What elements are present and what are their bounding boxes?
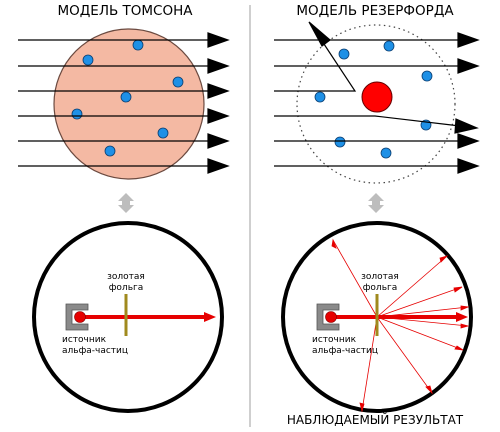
alpha-source-emitter [74, 311, 86, 323]
alpha-beam-arrowhead [204, 312, 216, 322]
foil-label: золотая [361, 272, 399, 282]
electron [82, 54, 94, 66]
ray-arrowhead [207, 108, 230, 124]
ray-arrowhead [460, 305, 470, 311]
electron [421, 70, 433, 82]
alpha-source-emitter [325, 311, 337, 323]
scattered-ray [376, 286, 463, 318]
foil-label: золотая [107, 272, 145, 282]
thomson-double-arrow [118, 193, 134, 213]
deflected-ray [274, 115, 461, 127]
thomson-observed-result: золотая фольга источник альфа-частиц [32, 221, 224, 413]
thomson-atom-sphere [53, 28, 205, 180]
ray-arrowhead [457, 58, 480, 74]
observed-result-caption: НАБЛЮДАЕМЫЙ РЕЗУЛЬТАТ [287, 412, 464, 427]
electron [338, 48, 350, 60]
scattered-ray [376, 316, 464, 351]
scattered-ray [376, 255, 448, 318]
electron [132, 39, 144, 51]
thomson-electrons [71, 39, 184, 157]
alpha-source [65, 303, 89, 331]
ray-arrowhead [439, 255, 449, 263]
ray-arrowhead [453, 286, 463, 293]
electron [380, 147, 392, 159]
backscattered-ray [274, 37, 357, 92]
source-label: источник [312, 335, 357, 345]
electron [157, 127, 169, 139]
scattered-ray [332, 239, 378, 318]
ray-arrowhead [207, 58, 230, 74]
rutherford-electrons [314, 40, 433, 159]
alpha-source [316, 303, 340, 331]
scattered-ray [361, 316, 378, 412]
foil-label: фольга [363, 283, 398, 293]
rutherford-double-arrow [368, 193, 384, 213]
thomson-alpha-rays [18, 32, 230, 174]
rutherford-atom-boundary [296, 24, 456, 184]
nucleus [361, 81, 393, 113]
ray-arrowhead [359, 402, 365, 413]
electron [334, 136, 346, 148]
thomson-atom [53, 28, 205, 180]
ray-arrowhead [457, 32, 480, 48]
ray-arrowhead [331, 238, 337, 249]
rutherford-alpha-rays [274, 21, 480, 174]
ray-arrowhead [454, 345, 464, 351]
source-label: альфа-частиц [62, 346, 128, 356]
electron [314, 91, 326, 103]
foil-label: фольга [109, 283, 144, 293]
ray-arrowhead [425, 385, 433, 395]
scattered-rays [331, 238, 470, 413]
ray-arrowhead [454, 118, 479, 134]
electron [104, 145, 116, 157]
source-label: источник [62, 335, 107, 345]
ray-arrowhead [457, 133, 480, 149]
alpha-beam-arrowhead [456, 312, 468, 322]
thomson-model-title: МОДЕЛЬ ТОМСОНА [57, 3, 193, 19]
rutherford-observed-result: золотая фольга источник альфа-частиц [281, 221, 473, 413]
scattered-ray [376, 316, 433, 394]
ray-arrowhead [308, 21, 331, 47]
electron [172, 76, 184, 88]
source-label: альфа-частиц [312, 346, 378, 356]
ray-arrowhead [207, 32, 230, 48]
electron [383, 40, 395, 52]
ray-arrowhead [460, 323, 470, 329]
electron [120, 91, 132, 103]
rutherford-atom [296, 24, 456, 184]
ray-arrowhead [457, 158, 480, 174]
ray-arrowhead [207, 83, 230, 99]
rutherford-model-title: МОДЕЛЬ РЕЗЕРФОРДА [296, 3, 454, 19]
ray-arrowhead [207, 133, 230, 149]
electron [71, 108, 83, 120]
ray-arrowhead [207, 158, 230, 174]
